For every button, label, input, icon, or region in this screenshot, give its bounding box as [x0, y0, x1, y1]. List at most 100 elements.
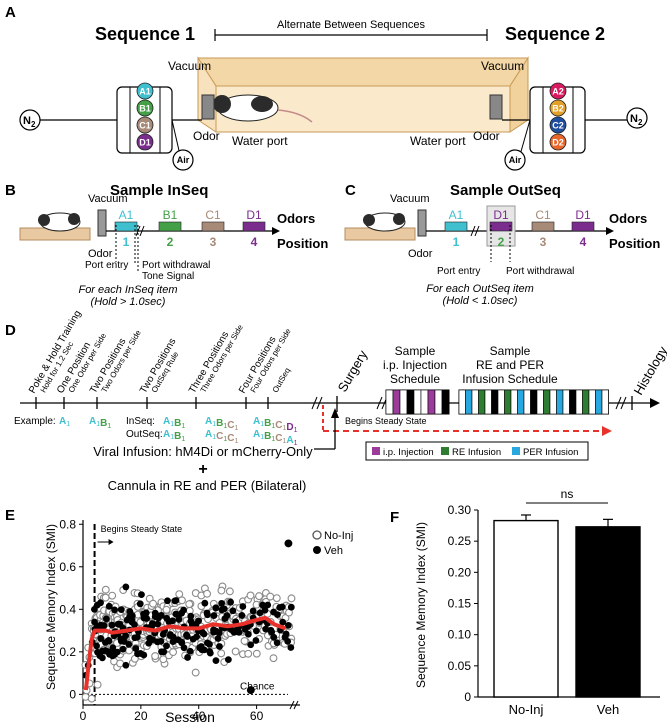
- panel-d: D Poke & Hold TrainingHold for 1.2 SecOn…: [5, 309, 667, 493]
- e-point-veh: [183, 633, 191, 640]
- e-point-veh: [184, 654, 191, 661]
- break-c2: [474, 225, 480, 237]
- infusion-cell: [549, 389, 557, 415]
- e-point-noinj: [246, 591, 255, 600]
- e-point-noinj: [203, 589, 212, 598]
- injection-cell: [441, 389, 450, 415]
- odor-label-c: Odor: [408, 248, 433, 260]
- timeline-c-arrow: [606, 227, 614, 235]
- seq1-odor-d1: [136, 133, 154, 151]
- e-y-tick-label: 0.6: [59, 560, 76, 574]
- e-point-noinj: [272, 594, 281, 603]
- e-point-veh: [119, 645, 127, 653]
- panel-a: A Sequence 1 Sequence 2 Alternate Betwee…: [5, 4, 648, 171]
- e-point-veh: [122, 583, 130, 591]
- sequence-example: A1B1C1A1: [253, 429, 298, 447]
- seq2-odor-label: B2: [552, 104, 564, 114]
- e-point-veh: [203, 609, 211, 617]
- e-point-noinj: [93, 680, 102, 689]
- e-point-noinj: [149, 599, 158, 608]
- outseq-odor-label: C1: [535, 208, 551, 222]
- position-label-c: Position: [609, 236, 660, 251]
- infusion-title-2: RE and PER: [476, 358, 544, 372]
- odors-label-c: Odors: [609, 211, 647, 226]
- f-y-tick-label: 0.10: [448, 628, 472, 642]
- air-label-right: Air: [509, 155, 522, 165]
- injection-cell: [385, 389, 394, 415]
- e-point-noinj: [178, 596, 186, 605]
- infusion-cell: [510, 389, 518, 415]
- e-point-noinj: [151, 652, 160, 661]
- surgery-label: Surgery: [335, 347, 371, 394]
- panel-c-vacuum: Vacuum: [390, 193, 430, 205]
- outseq-odor-block: [489, 221, 513, 232]
- inseq-odor-label: A1: [119, 208, 134, 222]
- infusion-cell: [569, 389, 577, 415]
- outseq-odor-block: [531, 221, 555, 232]
- e-point-veh: [249, 607, 257, 615]
- e-point-veh: [220, 605, 228, 613]
- f-y-tick-label: 0.20: [448, 565, 472, 579]
- n2-valve-right: [626, 107, 648, 129]
- e-point-veh: [143, 615, 151, 622]
- odor-manifold-right: [502, 86, 628, 156]
- sequence-1-title: Sequence 1: [95, 24, 195, 44]
- infusion-cell: [478, 389, 486, 415]
- f-y-tick-label: 0.15: [448, 597, 472, 611]
- break-d5: [615, 396, 622, 410]
- infusion-cell: [556, 389, 564, 415]
- port-left: [201, 94, 215, 120]
- e-point-noinj: [240, 636, 249, 645]
- seq1-odor-c1: [136, 116, 154, 134]
- e-point-veh: [284, 638, 292, 645]
- e-axis-break: [293, 700, 299, 710]
- e-point-veh: [131, 621, 138, 629]
- e-point-veh: [270, 633, 278, 641]
- inseq-odor-block: [158, 221, 182, 232]
- e-x-tick-label: 40: [192, 709, 206, 723]
- e-point-veh: [148, 620, 156, 627]
- infusion-cell: [530, 389, 538, 415]
- inseq-label: InSeq:: [126, 416, 155, 427]
- e-point-veh: [138, 591, 145, 599]
- infusion-cell: [458, 389, 466, 415]
- e-x-tick-label: 0: [80, 709, 87, 723]
- e-point-veh: [180, 644, 188, 652]
- timeline-d-arrow: [650, 398, 660, 408]
- air-valve-right: [504, 149, 526, 171]
- e-point-veh: [178, 638, 186, 646]
- e-point-veh: [210, 612, 218, 619]
- n2-valve-left: [19, 109, 41, 131]
- outseq-position-label: 4: [580, 235, 587, 249]
- outseq-label: OutSeq:: [126, 429, 163, 440]
- e-point-veh: [136, 600, 144, 608]
- e-point-veh: [117, 606, 125, 614]
- e-point-outlier: [284, 539, 293, 548]
- e-mean-line: [83, 615, 287, 691]
- f-y-tick-label: 0: [464, 690, 471, 704]
- e-point-noinj: [231, 647, 240, 656]
- port-entry-b: Port entry: [85, 260, 128, 271]
- injection-schedule: [385, 389, 450, 415]
- stage-label: Two PositionsOutSeq Rule: [138, 337, 185, 400]
- e-point-veh: [259, 601, 267, 609]
- infusion-cell: [471, 389, 479, 415]
- e-point-veh: [212, 657, 220, 665]
- e-point-veh: [111, 606, 118, 614]
- e-point-veh: [244, 630, 252, 638]
- e-point-veh: [171, 597, 179, 605]
- e-point-veh: [262, 625, 270, 633]
- e-point-outlier: [87, 694, 96, 703]
- port-entry-c: Port entry: [437, 266, 480, 277]
- seq2-odor-d2: [549, 133, 567, 151]
- infusion-cell: [497, 389, 505, 415]
- legend-noinj-label: No-Inj: [324, 530, 353, 542]
- timeline-b-arrow: [272, 227, 280, 235]
- e-point-noinj: [185, 600, 194, 609]
- inseq-odor-label: D1: [246, 208, 262, 222]
- legend-veh-marker: [313, 546, 321, 554]
